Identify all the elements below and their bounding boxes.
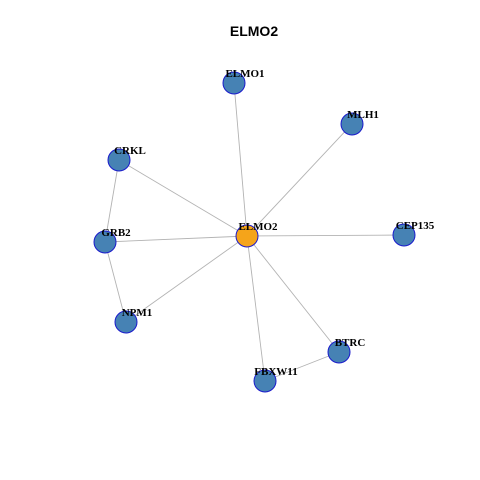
node-label-crkl: CRKL [114,145,146,157]
node-label-btrc: BTRC [335,337,366,349]
edge-elmo2-fbxw11 [246,235,266,382]
edge-elmo2-elmo1 [233,82,248,237]
node-label-grb2: GRB2 [101,227,131,239]
node-fbxw11[interactable] [253,369,277,393]
node-label-elmo2: ELMO2 [238,221,278,233]
edge-elmo2-npm1 [125,235,248,323]
edge-elmo2-grb2 [104,235,248,243]
node-label-elmo1: ELMO1 [225,68,264,80]
node-btrc[interactable] [327,340,351,364]
node-label-mlh1: MLH1 [347,109,379,121]
edge-elmo2-mlh1 [246,123,353,237]
edge-grb2-npm1 [104,241,127,323]
edge-elmo2-crkl [118,159,248,237]
node-elmo2[interactable] [235,224,259,248]
node-layer [93,71,416,393]
edge-btrc-fbxw11 [264,351,340,382]
node-label-npm1: NPM1 [122,307,153,319]
node-npm1[interactable] [114,310,138,334]
edge-crkl-grb2 [104,159,120,243]
node-cep135[interactable] [392,223,416,247]
edge-elmo2-btrc [246,235,340,353]
chart-title: ELMO2 [230,23,278,39]
edge-layer [104,82,405,382]
node-label-cep135: CEP135 [396,220,435,232]
node-elmo1[interactable] [222,71,246,95]
node-mlh1[interactable] [340,112,364,136]
node-grb2[interactable] [93,230,117,254]
node-crkl[interactable] [107,148,131,172]
node-label-fbxw11: FBXW11 [254,366,297,378]
edge-elmo2-cep135 [246,234,405,237]
